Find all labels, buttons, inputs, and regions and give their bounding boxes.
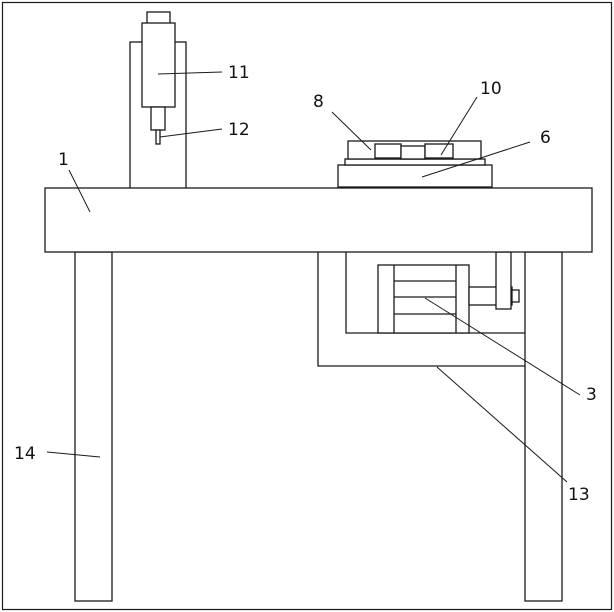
spindle-body <box>141 22 176 108</box>
callout-6: 6 <box>540 128 551 148</box>
clamp-jaw-right <box>424 143 454 159</box>
fixture-plate <box>344 158 486 166</box>
table-leg-right <box>524 251 563 602</box>
leader-line-6 <box>421 141 531 178</box>
callout-1: 1 <box>58 150 69 170</box>
callout-12: 12 <box>228 120 250 140</box>
leader-line-3 <box>424 297 581 396</box>
leader-line-10 <box>440 96 478 156</box>
spindle-top-cap <box>146 11 171 25</box>
leader-line-13 <box>436 366 568 483</box>
leader-line-14 <box>46 451 101 458</box>
callout-8: 8 <box>313 92 324 112</box>
shaft-end-cap <box>511 289 520 303</box>
leader-line-1 <box>68 169 91 213</box>
callout-3: 3 <box>586 385 597 405</box>
fixture-base <box>337 164 493 188</box>
leader-line-11 <box>157 71 223 75</box>
housing-outer-frame <box>317 252 525 367</box>
callout-13: 13 <box>568 485 590 505</box>
roller-housing <box>377 264 470 334</box>
leader-line-12 <box>159 128 223 138</box>
clamp-block-center <box>400 145 426 160</box>
leader-line-8 <box>331 111 372 151</box>
spindle-chuck <box>150 106 166 131</box>
table-leg-left <box>74 251 113 602</box>
callout-10: 10 <box>480 79 502 99</box>
callout-11: 11 <box>228 63 250 83</box>
clamp-jaw-left <box>374 143 402 159</box>
side-support-bracket <box>495 251 512 310</box>
callout-14: 14 <box>14 444 36 464</box>
drill-bit <box>155 129 161 145</box>
table-top <box>44 187 593 253</box>
